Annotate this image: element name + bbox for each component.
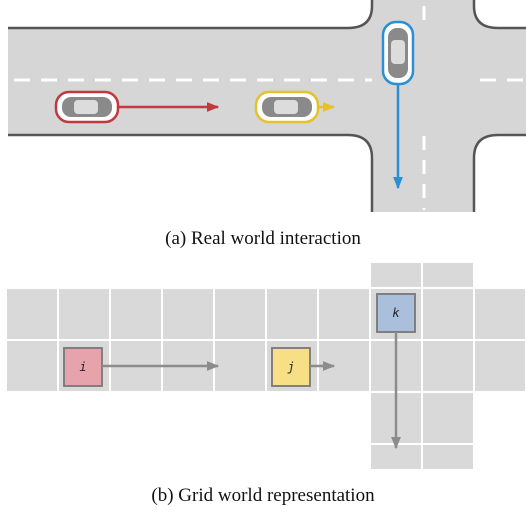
road-edge-bottom-right [472, 133, 526, 212]
car-j [254, 90, 320, 124]
car-i [54, 90, 120, 124]
agent-k: k [376, 293, 416, 333]
road-edge-top-right [472, 0, 526, 30]
caption-real-world: (a) Real world interaction [165, 228, 361, 249]
caption-grid-world: (b) Grid world representation [151, 485, 375, 506]
grid-world: i j k [5, 261, 526, 471]
road-edge-bottom-left [8, 133, 374, 212]
agent-j: j [271, 347, 311, 387]
agent-k-label: k [392, 306, 400, 320]
road-edge-top-left [8, 0, 374, 30]
car-k [381, 20, 415, 86]
grid-vertical-band [369, 261, 475, 471]
agent-i-label: i [79, 360, 86, 374]
agent-i: i [63, 347, 103, 387]
agent-j-label: j [287, 360, 294, 374]
road-scene [8, 0, 526, 212]
